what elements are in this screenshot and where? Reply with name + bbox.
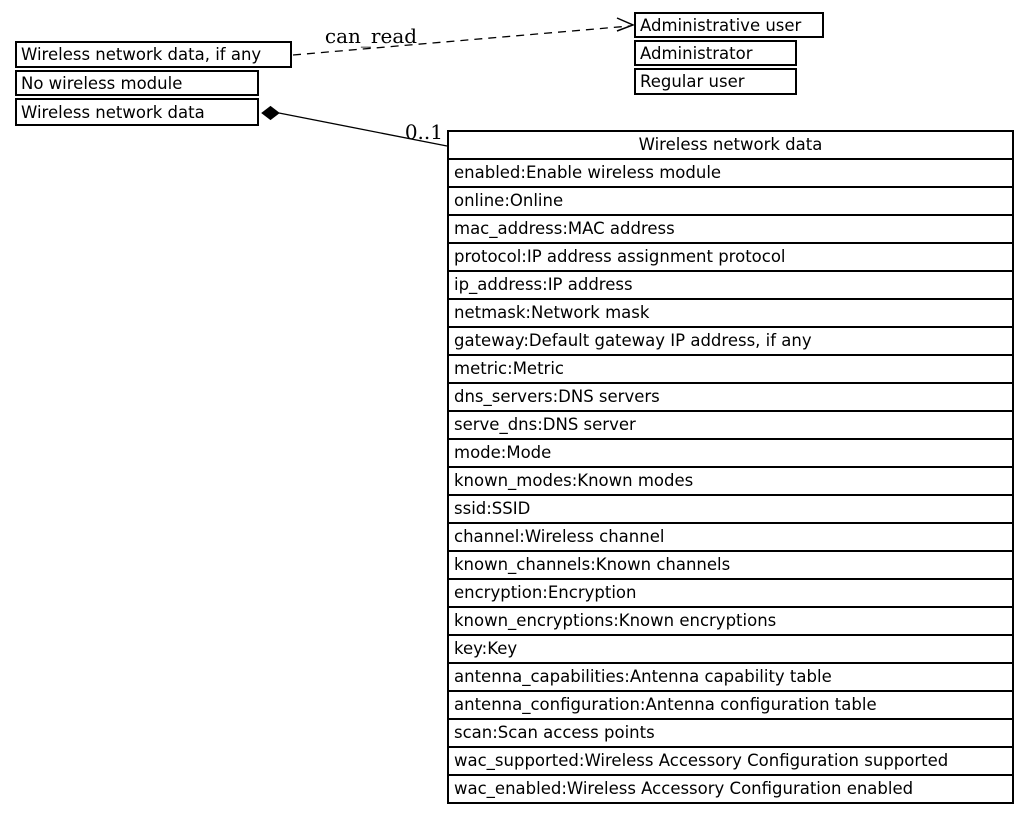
multiplicity-label: 0..1 (405, 120, 443, 144)
table-row: channel:Wireless channel (449, 522, 1012, 550)
node-administrator: Administrator (634, 40, 797, 66)
table-row: protocol:IP address assignment protocol (449, 242, 1012, 270)
class-table-wireless-network-data: Wireless network data enabled:Enable wir… (447, 130, 1014, 804)
arrowhead-icon (616, 17, 635, 32)
table-row: mode:Mode (449, 438, 1012, 466)
table-row: key:Key (449, 634, 1012, 662)
node-wireless-network-data-if-any: Wireless network data, if any (15, 41, 292, 68)
table-row: dns_servers:DNS servers (449, 382, 1012, 410)
table-row: known_encryptions:Known encryptions (449, 606, 1012, 634)
node-regular-user: Regular user (634, 68, 797, 95)
table-row: enabled:Enable wireless module (449, 158, 1012, 186)
table-row: mac_address:MAC address (449, 214, 1012, 242)
table-row: antenna_configuration:Antenna configurat… (449, 690, 1012, 718)
table-row: known_channels:Known channels (449, 550, 1012, 578)
table-row: serve_dns:DNS server (449, 410, 1012, 438)
table-row: ssid:SSID (449, 494, 1012, 522)
composition-diamond-icon (261, 105, 280, 121)
table-row: scan:Scan access points (449, 718, 1012, 746)
table-row: antenna_capabilities:Antenna capability … (449, 662, 1012, 690)
table-row: wac_enabled:Wireless Accessory Configura… (449, 774, 1012, 802)
class-table-title: Wireless network data (638, 135, 823, 154)
node-no-wireless-module: No wireless module (15, 70, 259, 96)
composition-edge (278, 112, 448, 147)
table-row: known_modes:Known modes (449, 466, 1012, 494)
table-row: encryption:Encryption (449, 578, 1012, 606)
table-row: gateway:Default gateway IP address, if a… (449, 326, 1012, 354)
node-wireless-network-data: Wireless network data (15, 98, 259, 126)
can-read-edge-label: can_read (325, 24, 417, 48)
table-row: netmask:Network mask (449, 298, 1012, 326)
table-row: online:Online (449, 186, 1012, 214)
node-administrative-user: Administrative user (634, 12, 824, 38)
table-row: metric:Metric (449, 354, 1012, 382)
table-row: ip_address:IP address (449, 270, 1012, 298)
table-row: wac_supported:Wireless Accessory Configu… (449, 746, 1012, 774)
can-read-edge (292, 25, 631, 56)
